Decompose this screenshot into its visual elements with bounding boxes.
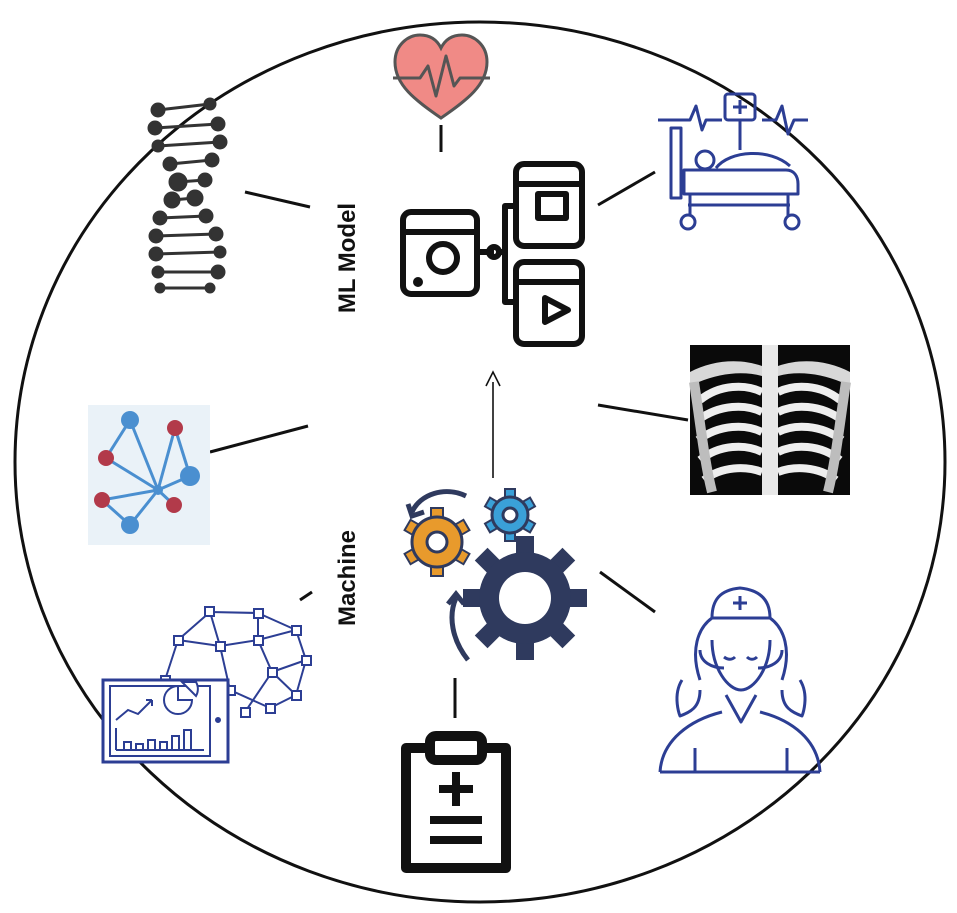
- molecular-network-icon: [88, 405, 210, 545]
- connector-xray: [597, 403, 689, 422]
- arrow-machine-to-model: [485, 370, 501, 478]
- connector-network: [209, 424, 309, 454]
- dna-helix-icon: [147, 97, 228, 294]
- chest-xray-icon: [689, 345, 851, 495]
- connector-bed: [597, 170, 656, 207]
- connector-nurse: [599, 570, 656, 614]
- hospital-bed-iv-icon: [658, 92, 808, 231]
- machine-gears-icon: [403, 488, 587, 662]
- connector-dna: [244, 190, 311, 209]
- outer-circle: [13, 20, 947, 904]
- connector-analytics: [299, 590, 313, 602]
- ml-model-flowchart-icon: [400, 161, 585, 347]
- connector-lines: [209, 125, 689, 718]
- machine-label: Machine: [334, 530, 361, 626]
- heart-rate-icon: [393, 33, 490, 120]
- ml-model-label: ML Model: [334, 203, 361, 313]
- nurse-icon: [658, 586, 822, 774]
- medical-clipboard-icon: [401, 731, 511, 873]
- analytics-dashboard-network-icon: [101, 606, 312, 764]
